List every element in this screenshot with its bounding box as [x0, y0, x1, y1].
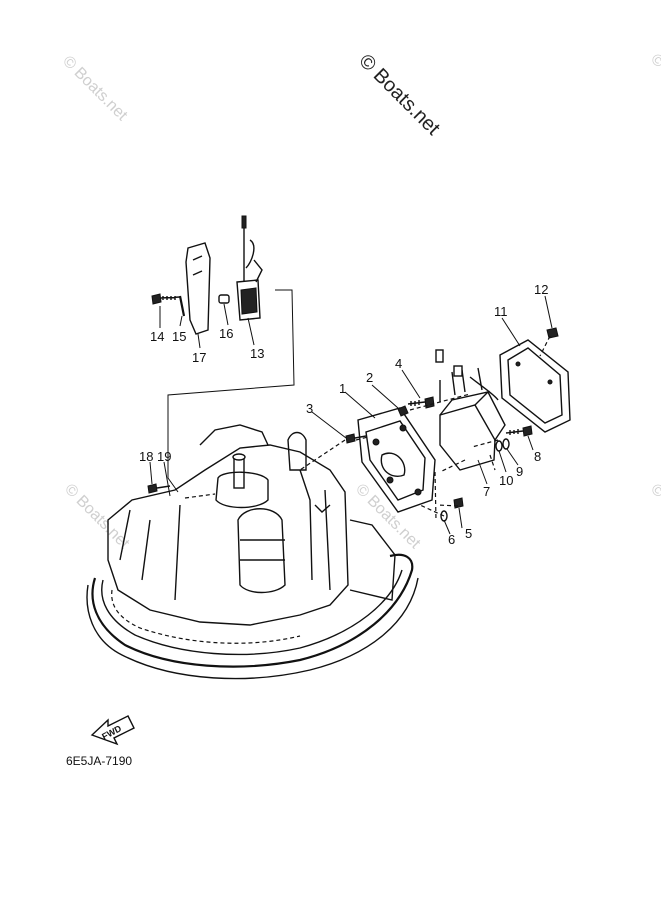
callout-1: 1 [339, 381, 346, 396]
assembly-lines [299, 335, 551, 521]
spacer-16 [218, 294, 230, 304]
strip-15 [178, 295, 186, 317]
bolt-3 [345, 433, 367, 444]
watermark-tiles: © Boats.net © Boats.net © Boats.net © Bo… [59, 51, 661, 553]
wire-19 [163, 461, 171, 497]
washer-10 [495, 440, 503, 452]
watermark-tile-mid-left: © Boats.net [61, 481, 133, 553]
callout-9: 9 [516, 464, 523, 479]
coil-13 [236, 215, 263, 321]
bolt-5 [453, 497, 464, 509]
cdi-unit-7 [435, 349, 506, 471]
watermark-main: © Boats.net [354, 50, 444, 140]
fwd-arrow-icon: FWD [90, 715, 135, 746]
plate-1 [357, 407, 436, 513]
leader-lines [149, 295, 553, 535]
callout-16: 16 [219, 326, 233, 341]
callout-4: 4 [395, 356, 402, 371]
washer-9 [502, 438, 510, 450]
callout-7: 7 [483, 484, 490, 499]
callout-5: 5 [465, 526, 472, 541]
bolt-12 [546, 327, 559, 339]
callout-18: 18 [139, 449, 153, 464]
screw-2 [397, 405, 409, 417]
callout-11: 11 [494, 304, 508, 319]
bolt-4 [407, 396, 435, 409]
callout-3: 3 [306, 401, 313, 416]
engine-block [107, 424, 396, 626]
callout-2: 2 [366, 370, 373, 385]
callout-8: 8 [534, 449, 541, 464]
bolt-8 [505, 425, 533, 437]
callout-17: 17 [192, 350, 206, 365]
diagram-code: 6E5JA-7190 [66, 754, 132, 768]
callout-6: 6 [448, 532, 455, 547]
callout-15: 15 [172, 329, 186, 344]
watermark-tile-right-mid: © Boats.net [647, 481, 661, 553]
lower-cowling [86, 553, 419, 680]
callout-14: 14 [150, 329, 164, 344]
watermark-tile-right-top: © Boats.net [647, 51, 661, 123]
callout-12: 12 [534, 282, 548, 297]
bolt-14 [151, 293, 181, 305]
callout-numbers: 1 2 3 4 5 6 7 8 9 10 11 12 13 14 15 16 1… [139, 282, 548, 547]
bracket-17 [185, 242, 211, 335]
callout-13: 13 [250, 346, 264, 361]
ground-wire [167, 289, 295, 493]
callout-10: 10 [499, 473, 513, 488]
cover-11 [499, 339, 571, 433]
callout-19: 19 [157, 449, 171, 464]
watermark-tile-top-left: © Boats.net [59, 53, 131, 125]
